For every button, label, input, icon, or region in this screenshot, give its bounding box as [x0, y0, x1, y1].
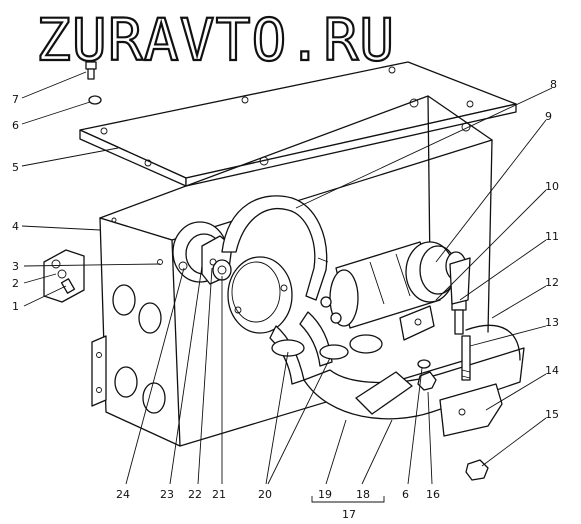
bracket-14	[439, 383, 503, 437]
callout-5: 5	[12, 161, 19, 174]
pump-motor	[320, 241, 467, 354]
callout-21: 21	[212, 488, 226, 501]
washer-6-lower	[417, 359, 431, 369]
fan-housing	[227, 256, 293, 334]
callout-9: 9	[545, 110, 552, 123]
callout-10: 10	[545, 180, 559, 193]
callout-8: 8	[550, 78, 557, 91]
callout-2: 2	[12, 277, 19, 290]
callout-4: 4	[12, 220, 19, 233]
callout-24: 24	[116, 488, 130, 501]
heater-housing	[91, 95, 493, 447]
callout-17: 17	[342, 508, 356, 521]
callout-1: 1	[12, 300, 19, 313]
cover-plate	[79, 61, 517, 187]
callout-11: 11	[545, 230, 559, 243]
callout-20: 20	[258, 488, 272, 501]
bolt-11	[449, 257, 471, 335]
washer-6-top	[88, 95, 102, 105]
leader-lines	[21, 71, 553, 503]
callout-labels: 7 6 5 4 3 2 1 8 9 10 11 12 13 14 15 24 2…	[12, 78, 559, 521]
callout-19: 19	[318, 488, 332, 501]
stud-13	[461, 335, 471, 381]
callout-23: 23	[160, 488, 174, 501]
hose-8	[221, 195, 329, 301]
clamp-plate-assembly	[43, 249, 85, 303]
callout-13: 13	[545, 316, 559, 329]
callout-12: 12	[545, 276, 559, 289]
callout-15: 15	[545, 408, 559, 421]
callout-22: 22	[188, 488, 202, 501]
callout-6-top: 6	[12, 119, 19, 132]
callout-7: 7	[12, 93, 19, 106]
callout-14: 14	[545, 364, 559, 377]
pipes-20	[269, 311, 349, 385]
callout-6-bottom: 6	[402, 488, 409, 501]
callout-16: 16	[426, 488, 440, 501]
callout-18: 18	[356, 488, 370, 501]
screw-7	[85, 61, 97, 80]
nut-15	[465, 459, 489, 481]
callout-3: 3	[12, 260, 19, 273]
nut-16	[417, 371, 437, 391]
